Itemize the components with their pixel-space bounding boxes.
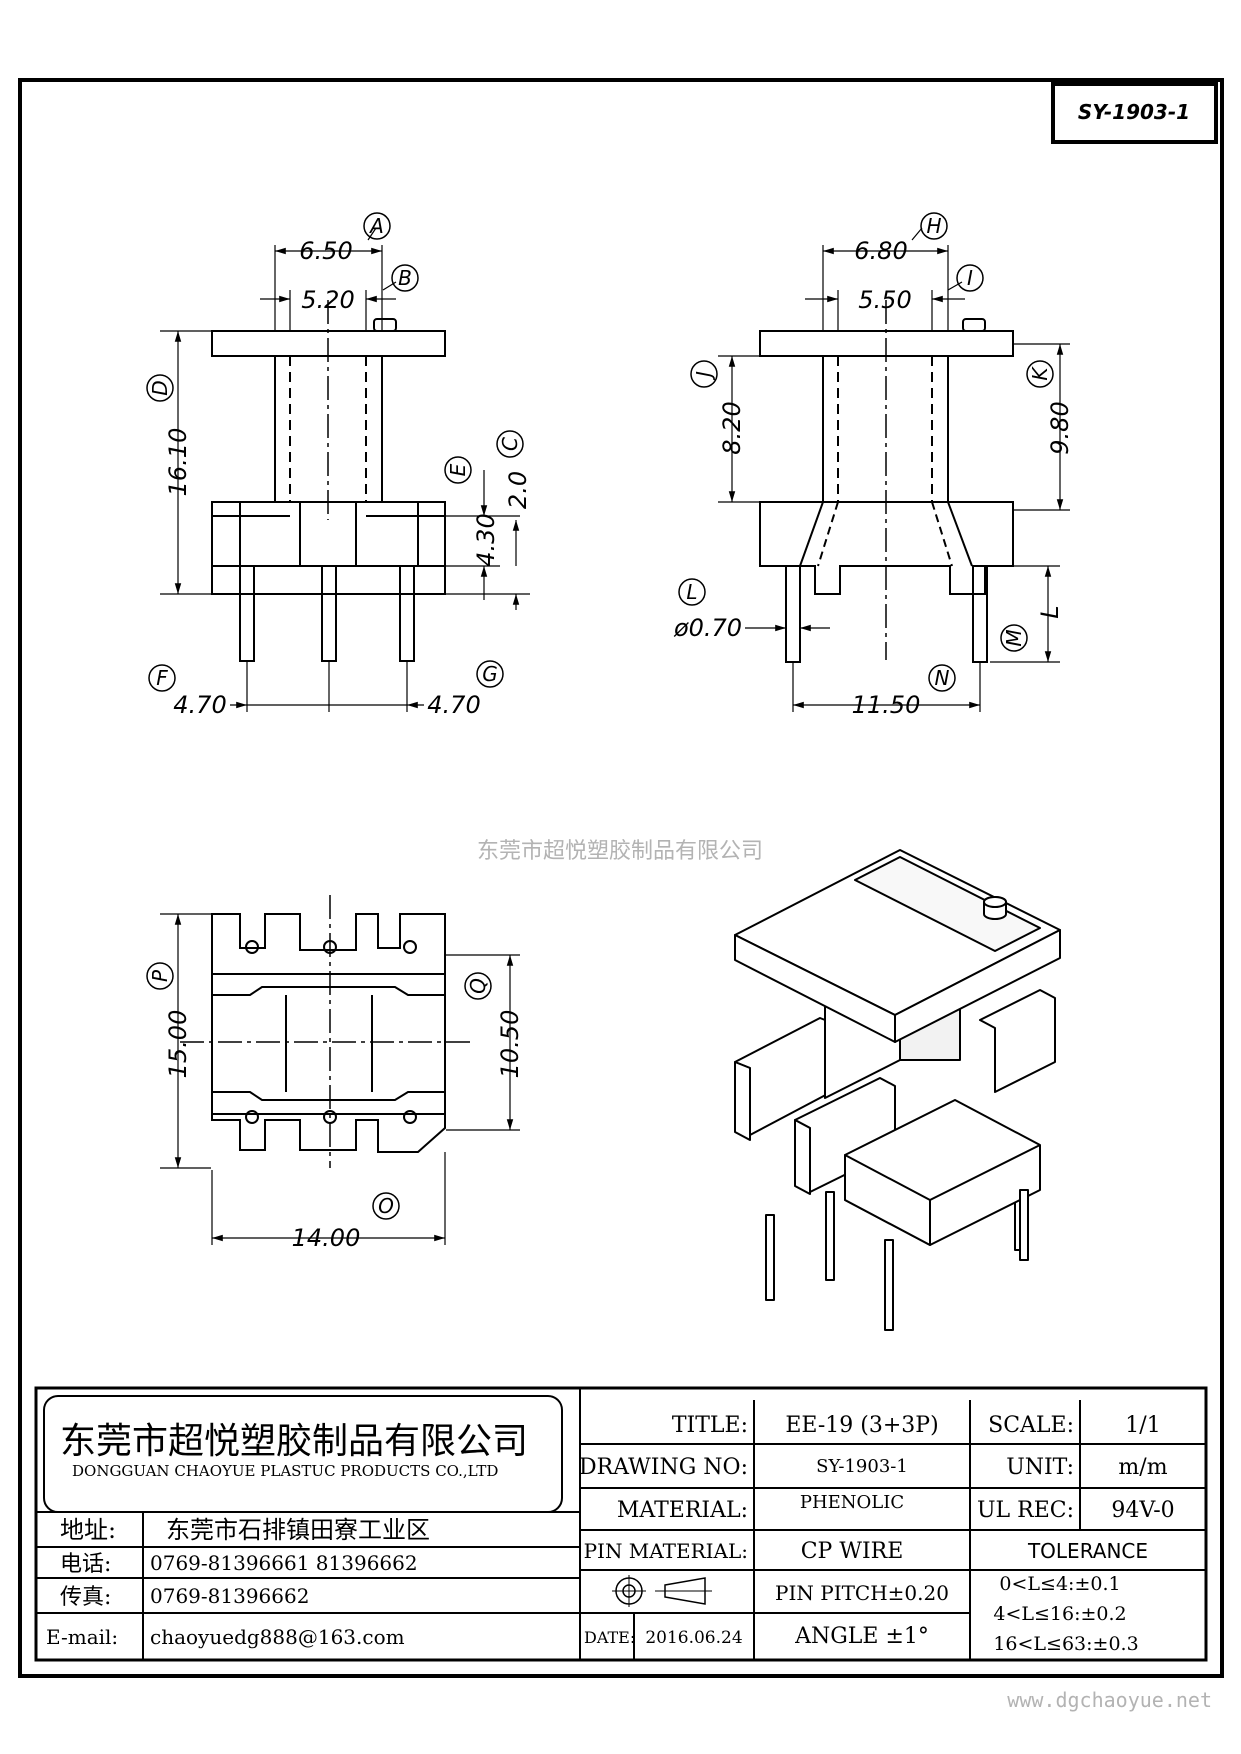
balloon-a: A bbox=[368, 214, 384, 238]
email-label: E-mail: bbox=[46, 1625, 118, 1649]
dim-pitch-left: 4.70 bbox=[173, 691, 226, 719]
tolerance-range-3: 16<L≤63:±0.3 bbox=[993, 1633, 1138, 1655]
pin-material-value: CP WIRE bbox=[801, 1539, 904, 1564]
balloon-d: D bbox=[148, 380, 172, 395]
front-view-text: 6.50 5.20 16.10 4.30 2.0 4.70 4.70 bbox=[164, 237, 532, 719]
unit-value: m/m bbox=[1118, 1455, 1167, 1480]
side-view-text: 6.80 5.50 8.20 9.80 ø0.70 L 11.50 bbox=[673, 237, 1074, 719]
address-value: 东莞市石排镇田寮工业区 bbox=[166, 1516, 430, 1544]
watermark: 东莞市超悦塑胶制品有限公司 bbox=[477, 839, 763, 864]
tolerance-label: TOLERANCE bbox=[1027, 1539, 1148, 1563]
balloon-q: Q bbox=[466, 978, 490, 994]
bottom-view-balloons: P Q O bbox=[146, 962, 492, 1220]
dim-bottom-window: 10.50 bbox=[496, 1010, 524, 1079]
balloon-e: E bbox=[446, 463, 470, 476]
dim-side-h2: 9.80 bbox=[1046, 401, 1074, 454]
unit-label: UNIT: bbox=[1006, 1455, 1074, 1480]
tolerance-range-2: 4<L≤16:±0.2 bbox=[993, 1603, 1126, 1625]
company-name-en: DONGGUAN CHAOYUE PLASTUC PRODUCTS CO.,LT… bbox=[72, 1462, 498, 1480]
balloon-i: I bbox=[967, 266, 973, 290]
balloon-o: O bbox=[378, 1194, 394, 1218]
scale-value: 1/1 bbox=[1125, 1413, 1160, 1438]
title-block bbox=[34, 1386, 1208, 1662]
drawing-no-label: DRAWING NO: bbox=[579, 1455, 748, 1480]
website-url: www.dgchaoyue.net bbox=[1007, 1688, 1212, 1712]
date-label: DATE: bbox=[584, 1628, 635, 1647]
address-label: 地址: bbox=[60, 1516, 116, 1544]
ul-rec-value: 94V-0 bbox=[1111, 1498, 1174, 1523]
front-view-balloons: A B D E C F G bbox=[146, 212, 524, 692]
title-block-text: 东莞市超悦塑胶制品有限公司 DONGGUAN CHAOYUE PLASTUC P… bbox=[46, 1413, 1175, 1655]
fax-label: 传真: bbox=[60, 1585, 111, 1610]
drawing-no-value: SY-1903-1 bbox=[816, 1456, 908, 1477]
drawing-frame bbox=[18, 78, 1224, 1678]
balloon-k: K bbox=[1028, 366, 1052, 381]
side-view bbox=[759, 300, 1014, 663]
balloon-m: M bbox=[1002, 629, 1026, 646]
balloon-c: C bbox=[498, 437, 522, 451]
pin-material-label: PIN MATERIAL: bbox=[584, 1539, 748, 1563]
balloon-n: N bbox=[935, 666, 950, 690]
drawing-code-box: SY-1903-1 bbox=[1051, 82, 1218, 144]
dim-side-h1: 8.20 bbox=[718, 401, 746, 454]
scale-label: SCALE: bbox=[988, 1413, 1074, 1438]
balloon-g: G bbox=[482, 662, 498, 686]
bottom-view-dimensions bbox=[160, 913, 520, 1245]
dim-side-outer: 6.80 bbox=[854, 237, 907, 265]
bottom-view-text: 15.00 10.50 14.00 bbox=[164, 1010, 524, 1252]
dim-front-base: 4.30 bbox=[472, 513, 500, 566]
dim-pin-diameter: ø0.70 bbox=[673, 614, 742, 642]
phone-label: 电话: bbox=[60, 1552, 111, 1577]
balloon-h: H bbox=[926, 214, 941, 238]
ul-rec-label: UL REC: bbox=[977, 1498, 1074, 1523]
dim-row-span: 11.50 bbox=[852, 691, 921, 719]
fax-value: 0769-81396662 bbox=[150, 1584, 309, 1608]
dim-pin-length: L bbox=[1036, 605, 1064, 618]
side-view-balloons: H I J K L M N bbox=[678, 212, 1054, 692]
email-value: chaoyuedg888@163.com bbox=[150, 1625, 405, 1649]
dim-front-height: 16.10 bbox=[164, 428, 192, 497]
phone-value: 0769-81396661 81396662 bbox=[150, 1551, 418, 1575]
title-label: TITLE: bbox=[672, 1413, 748, 1438]
side-view-dimensions bbox=[718, 227, 1070, 712]
dim-bottom-width: 14.00 bbox=[292, 1224, 361, 1252]
dim-front-outer: 6.50 bbox=[299, 237, 352, 265]
dim-front-inner: 5.20 bbox=[301, 286, 354, 314]
pin-pitch: PIN PITCH±0.20 bbox=[775, 1581, 949, 1605]
front-view bbox=[211, 300, 446, 662]
date-value: 2016.06.24 bbox=[645, 1628, 742, 1648]
balloon-j: J bbox=[692, 371, 716, 381]
dim-pitch-right: 4.70 bbox=[427, 691, 480, 719]
front-view-dimensions bbox=[160, 227, 530, 712]
balloon-f: F bbox=[156, 666, 168, 690]
title-value: EE-19 (3+3P) bbox=[785, 1413, 938, 1438]
bottom-view bbox=[180, 895, 470, 1168]
balloon-b: B bbox=[398, 266, 412, 290]
isometric-view bbox=[734, 849, 1061, 1331]
company-name-cn: 东莞市超悦塑胶制品有限公司 bbox=[60, 1421, 528, 1462]
tolerance-range-1: 0<L≤4:±0.1 bbox=[999, 1573, 1120, 1595]
drawing-code: SY-1903-1 bbox=[1078, 100, 1190, 124]
balloon-l: L bbox=[686, 580, 697, 604]
dim-side-inner: 5.50 bbox=[858, 286, 911, 314]
dim-front-flange: 2.0 bbox=[504, 471, 532, 509]
dim-bottom-depth: 15.00 bbox=[164, 1010, 192, 1079]
material-label: MATERIAL: bbox=[617, 1498, 748, 1523]
balloon-p: P bbox=[148, 969, 172, 982]
material-value: PHENOLIC bbox=[800, 1492, 904, 1513]
angle-tolerance: ANGLE ±1° bbox=[794, 1624, 929, 1649]
